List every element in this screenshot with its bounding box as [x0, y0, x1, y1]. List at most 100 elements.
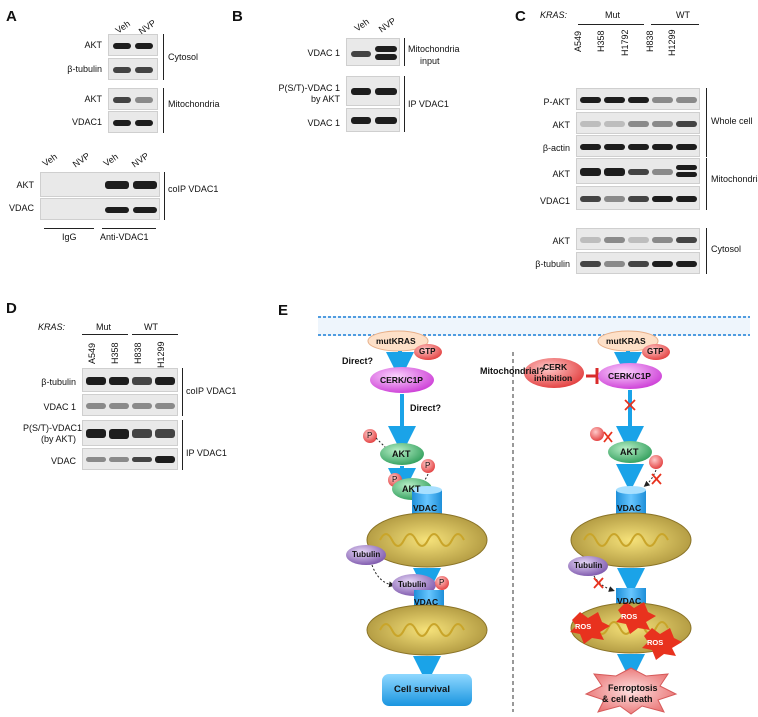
row-label: AKT	[552, 120, 570, 130]
cerk-inhibition-node	[524, 358, 584, 388]
bracket	[182, 420, 183, 470]
akt-label: AKT	[402, 484, 421, 494]
group-label-anti-vdac1: Anti-VDAC1	[100, 232, 149, 242]
blot-akt-whole	[576, 112, 700, 134]
panel-letter-b: B	[232, 8, 243, 25]
panel-letter-d: D	[6, 300, 17, 317]
blot-pakt	[576, 88, 700, 110]
blot-vdac1-ip	[346, 108, 400, 132]
group-label-whole-cell: Whole cell	[711, 116, 753, 126]
gtp-label: GTP	[647, 347, 664, 356]
mut-label: Mut	[605, 10, 621, 20]
underline	[102, 228, 156, 229]
p-circle	[590, 427, 604, 441]
group-label-coip: coIP VDAC1	[186, 386, 237, 396]
block-mark	[593, 577, 604, 589]
p-label: P	[392, 475, 398, 484]
cell-survival-label: Cell survival	[394, 684, 450, 695]
akt-label: AKT	[620, 447, 639, 457]
group-label-mitochondria: Mitochondria	[408, 44, 460, 54]
row-label: P-AKT	[543, 97, 570, 107]
row-label: AKT	[16, 180, 34, 190]
underline	[651, 24, 699, 25]
row-label: β-actin	[542, 143, 570, 153]
vdac-label: VDAC	[617, 596, 642, 606]
vdac-channel	[412, 490, 442, 516]
blot-vdac1-mito	[108, 111, 158, 133]
bracket	[163, 88, 164, 133]
row-label: VDAC 1	[307, 48, 340, 58]
row-label: VDAC	[50, 456, 76, 466]
blot-akt-cyto	[576, 228, 700, 250]
underline	[132, 334, 178, 335]
bracket	[404, 38, 405, 66]
direct-label: Direct?	[342, 356, 374, 366]
mitochondrial-question-label: Mitochondrial?	[480, 366, 545, 376]
panel-letter-e: E	[278, 302, 289, 319]
p-label: P	[439, 578, 445, 587]
group-label-cytosol: Cytosol	[168, 52, 199, 62]
block-mark	[651, 473, 662, 485]
blot-coip-akt	[40, 172, 160, 197]
ros-label: ROS	[621, 612, 638, 621]
block-mark	[624, 399, 636, 411]
ros-burst	[616, 602, 656, 634]
bracket	[164, 172, 165, 220]
blot-d-vdac	[82, 448, 178, 470]
mutkras-label: mutKRAS	[376, 336, 416, 346]
cerk-node	[598, 363, 662, 389]
blot-vdac1-input	[346, 38, 400, 66]
gtp-node	[642, 344, 670, 360]
akt-node	[380, 443, 424, 465]
row-label: VDAC 1	[43, 402, 76, 412]
cerk-inhibition-label-1: CERK	[543, 362, 568, 372]
row-label: AKT	[552, 169, 570, 179]
blot-akt-mito	[576, 158, 700, 184]
group-label-mitochondria: Mitochondria	[711, 174, 758, 184]
row-label: β-tubulin	[67, 64, 102, 74]
row-label: P(S/T)-VDAC1	[22, 423, 82, 433]
p-label: P	[367, 431, 373, 440]
row-label: AKT	[552, 236, 570, 246]
row-label: VDAC	[8, 203, 34, 213]
row-label: VDAC 1	[307, 118, 340, 128]
cerk-label: CERK/C1P	[380, 375, 423, 385]
group-label-mitochondria: Mitochondria	[168, 99, 220, 109]
blot-tubulin-cyto	[576, 252, 700, 274]
blot-vdac1-mito	[576, 186, 700, 210]
row-label: by AKT	[310, 94, 340, 104]
wt-label: WT	[144, 322, 158, 332]
kras-label: KRAS:	[540, 10, 568, 20]
ferroptosis-burst	[584, 667, 678, 715]
group-label-ip: IP VDAC1	[408, 99, 449, 109]
row-label: β-tubulin	[535, 259, 570, 269]
p-circle	[649, 455, 663, 469]
wt-label: WT	[676, 10, 690, 20]
bracket	[182, 368, 183, 416]
blot-coip-vdac	[40, 198, 160, 220]
membrane	[318, 316, 750, 336]
bracket	[706, 158, 707, 210]
vdac-label: VDAC	[617, 503, 642, 513]
vdac-label: VDAC	[413, 503, 438, 513]
group-label-igg: IgG	[62, 232, 77, 242]
vdac-label: VDAC	[414, 597, 439, 607]
p-circle	[435, 576, 449, 590]
bracket	[163, 34, 164, 80]
row-label: P(S/T)-VDAC 1	[278, 83, 340, 93]
group-label-input: input	[420, 56, 440, 66]
ferroptosis-label-1: Ferroptosis	[608, 683, 658, 693]
blot-pvdac1	[346, 76, 400, 106]
tubulin-node	[568, 556, 608, 576]
vdac-channel	[616, 490, 646, 516]
tubulin-label: Tubulin	[352, 550, 381, 559]
cerk-label: CERK/C1P	[608, 371, 651, 381]
ros-label: ROS	[575, 622, 592, 631]
panel-letter-c: C	[515, 8, 526, 25]
group-label-coip: coIP VDAC1	[168, 184, 219, 194]
row-label: AKT	[84, 94, 102, 104]
underline	[82, 334, 128, 335]
bracket	[706, 228, 707, 274]
ros-label: ROS	[647, 638, 664, 647]
p-circle	[421, 459, 435, 473]
